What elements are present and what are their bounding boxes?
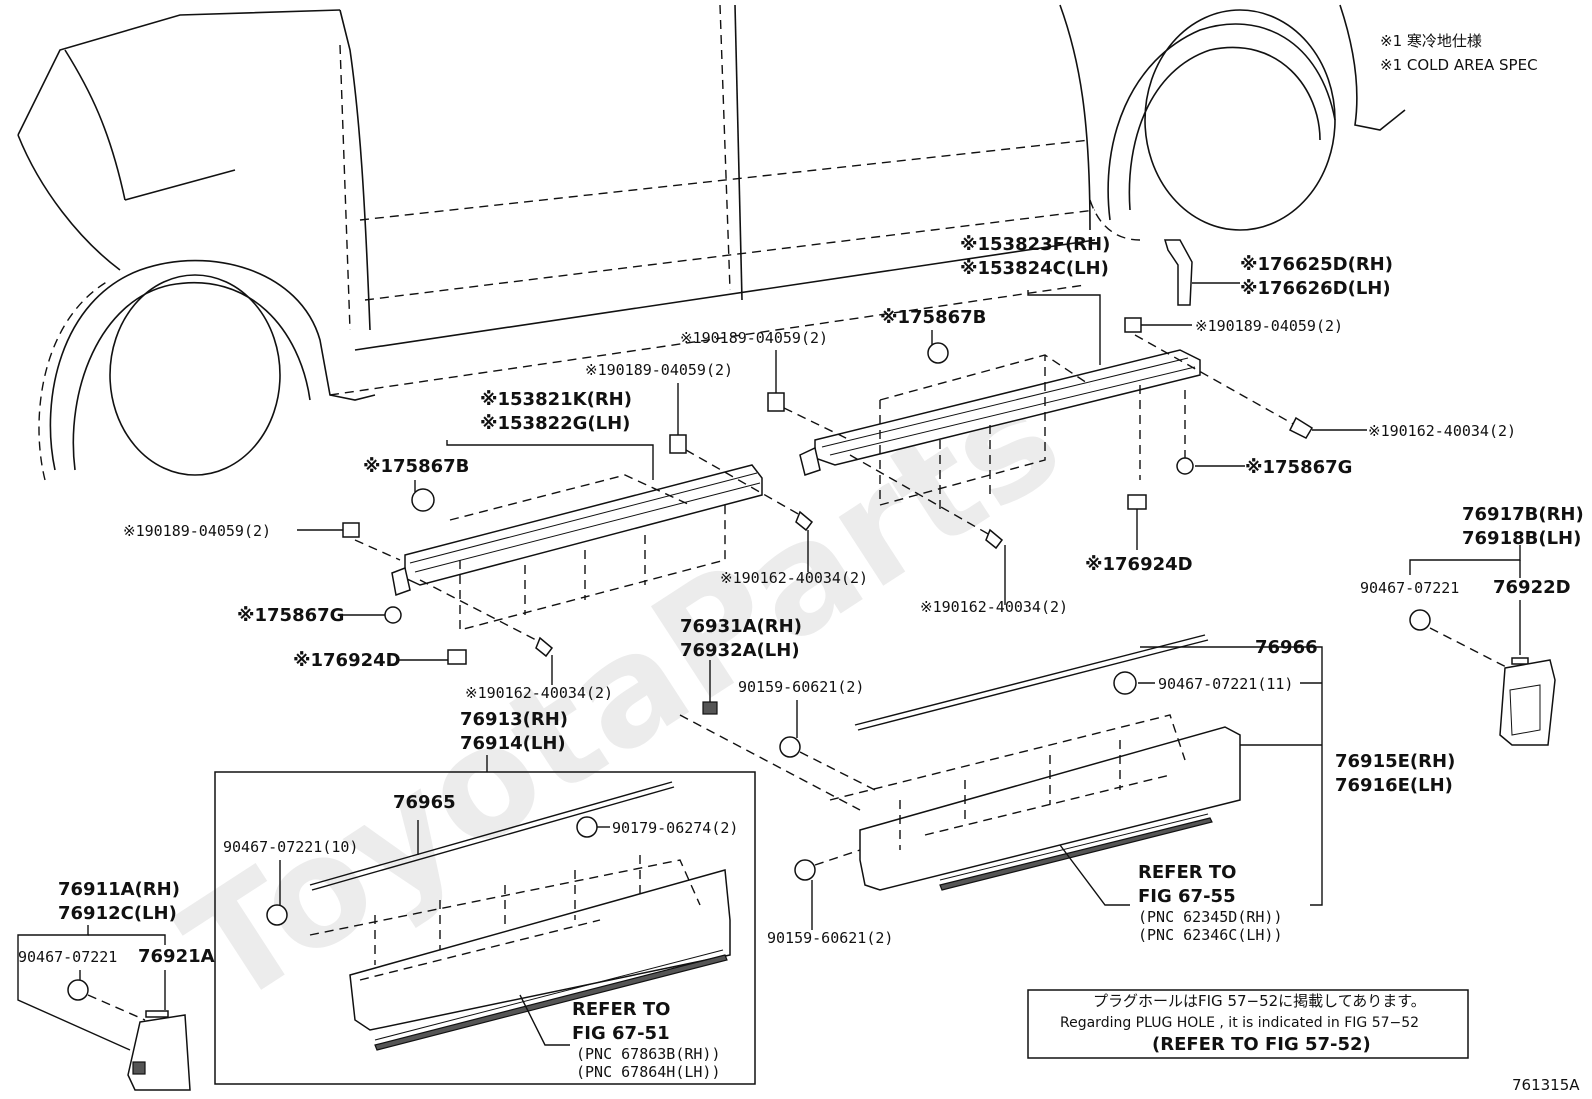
label-190189-right: ※190189-04059(2) (1195, 317, 1343, 335)
clip-upper-right (1124, 317, 1142, 333)
label-90159-bottom: 90159-60621(2) (767, 929, 893, 947)
mudguard-front (127, 1014, 191, 1091)
label-176625D: ※176625D(RH) (1240, 254, 1393, 275)
label-76915E: 76915E(RH) (1335, 751, 1455, 772)
insert-76921a (145, 1010, 169, 1018)
label-190189-left: ※190189-04059(2) (123, 522, 271, 540)
label-76918B: 76918B(LH) (1462, 528, 1581, 549)
clip-rr-mudguard (1409, 609, 1431, 631)
drain-tube (1163, 239, 1193, 306)
plug-note-jp: プラグホールはFIG 57−52に掲載してあります。 (1093, 992, 1426, 1010)
refer-right-3: (PNC 62345D(RH)) (1138, 908, 1283, 926)
nut-176924d-left (447, 649, 467, 665)
insert-76922d (1511, 657, 1529, 665)
label-176924D-right: ※176924D (1085, 554, 1193, 575)
label-76916E: 76916E(LH) (1335, 775, 1453, 796)
label-153822G: ※153822G(LH) (480, 413, 630, 434)
screw-right (1288, 416, 1314, 439)
label-76932A: 76932A(LH) (680, 640, 800, 661)
mudguard-rear (1499, 659, 1556, 746)
refer-left-1: REFER TO (572, 999, 670, 1020)
note-cold-en: ※1 COLD AREA SPEC (1380, 56, 1538, 74)
refer-right-2: FIG 67-55 (1138, 886, 1236, 907)
clip-90467-box (266, 904, 288, 926)
refer-right-4: (PNC 62346C(LH)) (1138, 926, 1283, 944)
screw-center (795, 510, 814, 532)
label-76914: 76914(LH) (460, 733, 566, 754)
label-153821K: ※153821K(RH) (480, 389, 632, 410)
label-76912C: 76912C(LH) (58, 903, 177, 924)
label-76913: 76913(RH) (460, 709, 568, 730)
side-molding-76915e (829, 714, 1241, 891)
bolt-90159-bottom (794, 859, 816, 881)
clip-left (342, 522, 360, 538)
grommet-175867b-left (411, 488, 435, 512)
refer-right-1: REFER TO (1138, 862, 1236, 883)
label-190189-mid: ※190189-04059(2) (585, 361, 733, 379)
note-cold-jp: ※1 寒冷地仕様 (1380, 32, 1482, 50)
label-190162-left: ※190162-40034(2) (465, 684, 613, 702)
refer-left-3: (PNC 67863B(RH)) (576, 1045, 721, 1063)
rocker-molding-rear-upper (799, 349, 1201, 510)
clip-center (767, 392, 785, 412)
label-76917B: 76917B(RH) (1462, 504, 1584, 525)
clip-mid-molding (1113, 671, 1137, 695)
bracket-76931a (702, 701, 718, 715)
label-76911A: 76911A(RH) (58, 879, 180, 900)
figure-id: 761315A (1512, 1076, 1580, 1094)
plug-note-en: Regarding PLUG HOLE , it is indicated in… (1060, 1015, 1419, 1031)
label-90179: 90179-06274(2) (612, 819, 738, 837)
label-190162-mid: ※190162-40034(2) (920, 598, 1068, 616)
refer-left-4: (PNC 67864H(LH)) (576, 1063, 721, 1081)
label-176924D-left: ※176924D (293, 650, 401, 671)
label-90159-top: 90159-60621(2) (738, 678, 864, 696)
clip-front-mudguard (67, 979, 89, 1001)
label-90467-10: 90467-07221(10) (223, 838, 358, 856)
label-175867B-right: ※175867B (880, 307, 986, 328)
label-153824C: ※153824C(LH) (960, 258, 1109, 279)
label-90467-11: 90467-07221(11) (1158, 675, 1293, 693)
label-90467-ll: 90467-07221 (18, 948, 117, 966)
label-76921A: 76921A (138, 946, 215, 967)
label-175867B-left: ※175867B (363, 456, 469, 477)
detail-box-76913 (214, 771, 756, 1085)
label-90467-rr: 90467-07221 (1360, 579, 1459, 597)
label-76931A: 76931A(RH) (680, 616, 802, 637)
label-153823F: ※153823F(RH) (960, 234, 1110, 255)
label-176626D: ※176626D(LH) (1240, 278, 1391, 299)
screw-left (535, 636, 554, 658)
clip-mid (669, 434, 687, 454)
label-190162-right: ※190162-40034(2) (1368, 422, 1516, 440)
refer-left-2: FIG 67-51 (572, 1023, 670, 1044)
label-175867G-right: ※175867G (1245, 457, 1352, 478)
rocker-molding-front-upper (391, 464, 763, 631)
plug-hole-note-box (1027, 989, 1469, 1059)
label-190189-center: ※190189-04059(2) (680, 329, 828, 347)
label-175867G-left: ※175867G (237, 605, 344, 626)
grommet-175867g-left (384, 606, 402, 624)
plug-note-ref: (REFER TO FIG 57-52) (1152, 1034, 1371, 1055)
clip-90179 (576, 816, 598, 838)
bolt-90159-top (779, 736, 801, 758)
label-190162-center: ※190162-40034(2) (720, 569, 868, 587)
grommet-175867b-right (927, 342, 949, 364)
vehicle-body-outline (17, 4, 1406, 481)
grommet-175867g-right (1176, 457, 1194, 475)
mudguard-front-tab (132, 1061, 146, 1075)
label-76965: 76965 (393, 792, 456, 813)
label-76922D: 76922D (1493, 577, 1571, 598)
screw-mid-right (985, 528, 1004, 550)
nut-176924d-right (1127, 494, 1147, 510)
side-molding-76913 (309, 855, 731, 1051)
